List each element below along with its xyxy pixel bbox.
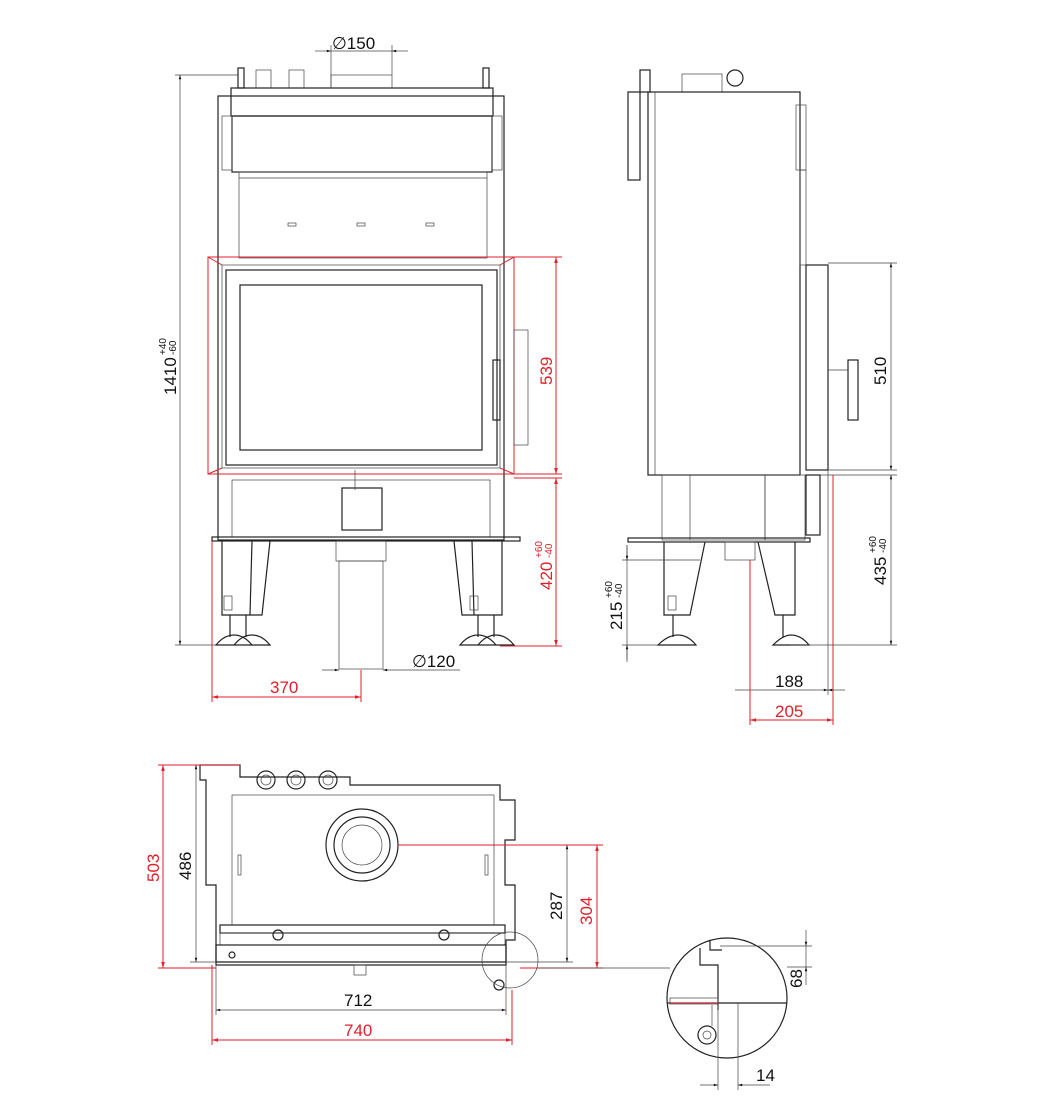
side-base-tol-minus: -40 [878,538,889,553]
front-dimensions: ∅150 1410 +40 -60 539 420 +60 -40 370 ∅1… [158,34,562,702]
detail-offset-label: 68 [787,969,806,988]
detail-view: 68 14 [538,930,812,1090]
flue-offset-outer-label: 304 [577,897,596,925]
leg-height-label: 215 [607,602,626,630]
offset-width-label: 370 [270,678,298,697]
leg-tol-plus: +60 [604,581,615,598]
base-tol-minus: -40 [544,543,555,558]
width-inner-label: 712 [344,991,372,1010]
side-view [627,69,859,646]
detail-thickness-label: 14 [756,1066,775,1085]
leg-tol-minus: -40 [614,583,625,598]
side-base-height-label: 435 [871,557,890,585]
top-depth-outer-label: 503 [144,854,163,882]
height-tol-minus: -60 [168,340,179,355]
base-height-label: 420 [537,562,556,590]
top-view [199,764,539,991]
side-door-height-label: 510 [871,357,890,385]
side-base-tol-plus: +60 [868,536,879,553]
flue-offset-inner-label: 287 [547,892,566,920]
base-tol-plus: +60 [534,541,545,558]
front-view [207,67,529,670]
bottom-flue-diameter-label: ∅120 [412,652,455,671]
height-tol-plus: +40 [158,338,169,355]
top-dimensions: 503 486 287 304 712 740 [144,764,603,1045]
side-depth-outer-label: 205 [775,702,803,721]
door-height-label: 539 [537,357,556,385]
top-depth-inner-label: 486 [176,852,195,880]
side-dimensions: 510 435 +60 -40 215 +60 -40 188 205 [604,262,897,725]
height-label: 1410 [161,357,180,395]
width-outer-label: 740 [344,1021,372,1040]
flue-diameter-label: ∅150 [332,34,375,53]
side-depth-inner-label: 188 [775,672,803,691]
